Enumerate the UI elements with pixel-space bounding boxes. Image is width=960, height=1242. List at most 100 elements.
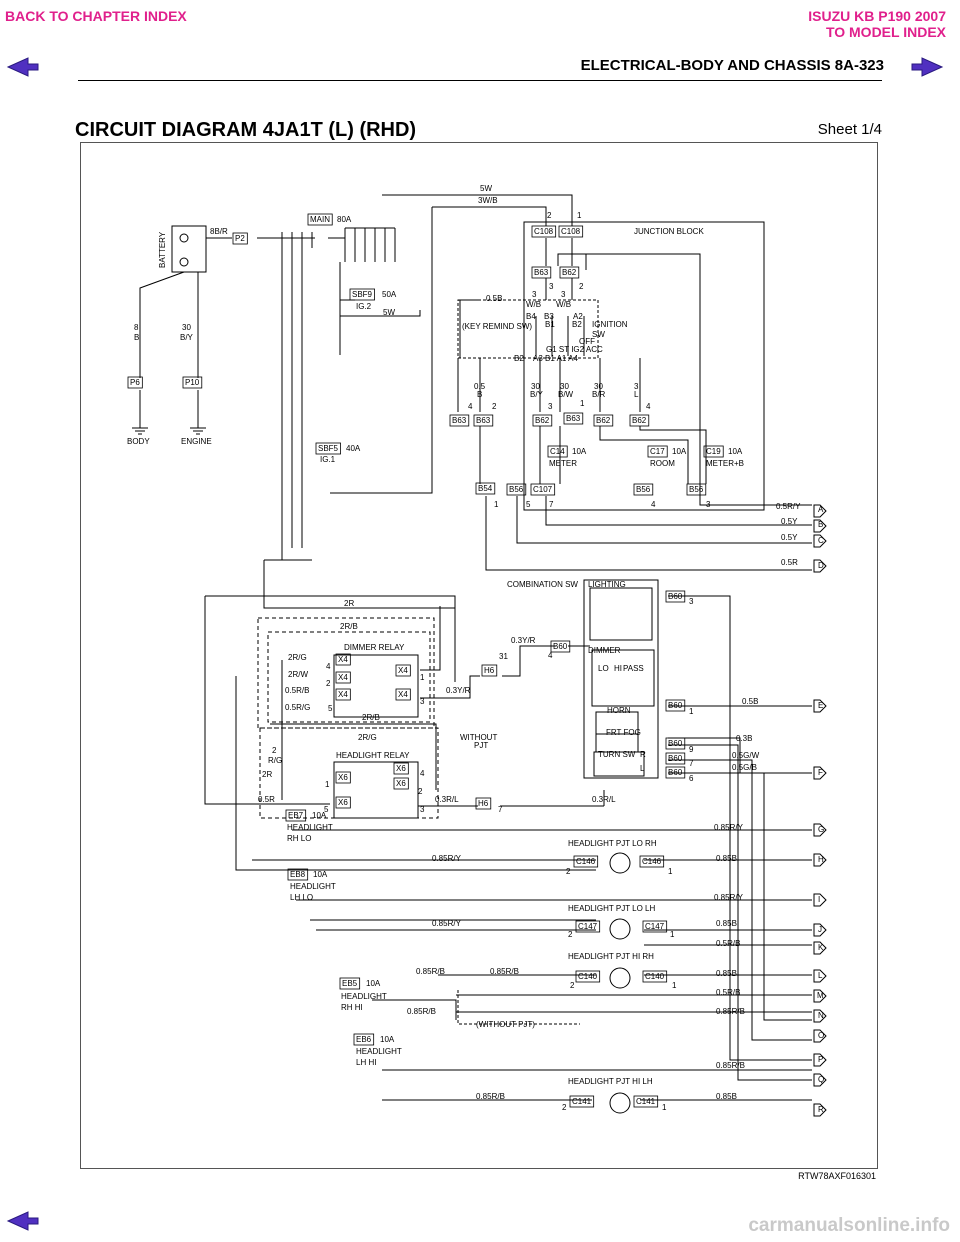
connector-box-x4e xyxy=(395,688,411,701)
battery-symbol xyxy=(171,225,207,273)
label-pin3b: 3 xyxy=(549,282,554,291)
label-p4: 4 xyxy=(651,500,656,509)
label-tc: C xyxy=(818,536,824,545)
label-w3wb_1b: W/B xyxy=(526,300,541,309)
label-w05b3: 0.5B xyxy=(742,697,758,706)
label-battery: BATTERY xyxy=(158,231,167,268)
label-w2r: 2R xyxy=(344,599,354,608)
label-c19: C19 xyxy=(706,447,721,456)
connector-box-c141b xyxy=(633,1095,659,1108)
label-sbf9: SBF9 xyxy=(352,290,373,299)
label-th: H xyxy=(818,855,824,864)
connector-box-b60_4 xyxy=(665,737,686,750)
label-c108a: C108 xyxy=(534,227,554,236)
label-horn: HORN xyxy=(607,706,631,715)
label-main_amp: 80A xyxy=(337,215,352,224)
label-pin_a2: A2 xyxy=(573,312,583,321)
label-w05gb: 0.5G/B xyxy=(732,763,757,772)
connector-box-b60_5 xyxy=(665,752,686,765)
label-tl: L xyxy=(818,971,823,980)
label-body: BODY xyxy=(127,437,150,446)
label-off: OFF xyxy=(579,337,595,346)
connector-box-b56c xyxy=(686,483,707,496)
label-room: ROOM xyxy=(650,459,675,468)
label-w5w_top: 5W xyxy=(480,184,492,193)
label-tb: B xyxy=(818,520,823,529)
label-b56a: B56 xyxy=(509,485,524,494)
connector-box-c108b xyxy=(558,225,584,238)
label-ig1: IG.1 xyxy=(320,455,336,464)
label-eb7_amp: 10A xyxy=(312,811,327,820)
connector-box-b56a xyxy=(506,483,527,496)
connector-box-c107 xyxy=(530,483,556,496)
connector-box-b62a xyxy=(532,414,553,427)
label-eb6: EB6 xyxy=(356,1035,372,1044)
label-eb7_n2: RH LO xyxy=(287,834,311,843)
label-w30br: 30 xyxy=(594,382,603,391)
label-pin1: 1 xyxy=(580,399,585,408)
prev-page-arrow-bottom-icon[interactable] xyxy=(6,1210,40,1232)
label-p3: 3 xyxy=(706,500,711,509)
label-tn: N xyxy=(818,1011,824,1020)
label-h6b: H6 xyxy=(478,799,489,808)
label-sbf9_amp: 50A xyxy=(382,290,397,299)
label-w085ry2: 0.85R/Y xyxy=(432,854,462,863)
label-w03rl: 0.3R/L xyxy=(435,795,459,804)
label-q1c: 1 xyxy=(672,981,677,990)
label-pin_b2: B2 xyxy=(514,354,524,363)
label-eb5_n1: HEADLIGHT xyxy=(341,992,387,1001)
section-title: ELECTRICAL-BODY AND CHASSIS 8A-323 xyxy=(580,57,884,74)
label-x4e: X4 xyxy=(398,690,408,699)
label-tq: Q xyxy=(818,1075,824,1084)
label-pin_b4: B4 xyxy=(526,312,536,321)
label-c141a: C141 xyxy=(572,1097,592,1106)
label-c146b: C146 xyxy=(642,857,662,866)
connector-box-h6b xyxy=(475,797,492,810)
label-w2rb2: 2R/B xyxy=(362,713,380,722)
label-c146a: C146 xyxy=(576,857,596,866)
label-w03yr: 0.3Y/R xyxy=(511,636,536,645)
label-w085rb2: 0.85R/B xyxy=(490,967,519,976)
watermark-link[interactable]: carmanualsonline.info xyxy=(748,1215,950,1236)
label-pin2b: 2 xyxy=(579,282,584,291)
label-hl_hi_rh: HEADLIGHT PJT HI RH xyxy=(568,952,654,961)
label-hp2: 2 xyxy=(418,787,423,796)
label-w8: 8 xyxy=(134,323,139,332)
label-w03rl2: 0.3R/L xyxy=(592,795,616,804)
back-to-chapter-link[interactable]: BACK TO CHAPTER INDEX xyxy=(5,8,187,24)
label-te: E xyxy=(818,701,823,710)
label-pin2a: 2 xyxy=(547,211,552,220)
label-w3wb_1: 3 xyxy=(532,290,537,299)
label-x4c: X4 xyxy=(398,666,408,675)
label-ti: I xyxy=(818,895,820,904)
connector-box-main xyxy=(307,213,333,226)
label-pjt1: PJT xyxy=(474,741,488,750)
label-w05rb: 0.5R/B xyxy=(285,686,309,695)
label-w2rw: 2R/W xyxy=(288,670,308,679)
label-x4d: X4 xyxy=(338,690,348,699)
label-w085b2: 0.85B xyxy=(716,919,737,928)
label-w8br: 8B/R xyxy=(210,227,228,236)
label-pin2: 2 xyxy=(492,402,497,411)
label-x6b: X6 xyxy=(338,773,348,782)
label-w085ry3: 0.85R/Y xyxy=(714,893,744,902)
label-c17: C17 xyxy=(650,447,665,456)
connector-box-p6 xyxy=(127,376,143,389)
label-q2a: 2 xyxy=(566,867,571,876)
label-eb8_n1: HEADLIGHT xyxy=(290,882,336,891)
label-eb7_n1: HEADLIGHT xyxy=(287,823,333,832)
model-index-link[interactable]: ISUZU KB P190 2007 TO MODEL INDEX xyxy=(808,8,946,40)
label-hl_relay: HEADLIGHT RELAY xyxy=(336,751,410,760)
prev-page-arrow-icon[interactable] xyxy=(6,56,40,78)
connector-box-c140b xyxy=(642,970,668,983)
label-rp1: 1 xyxy=(420,673,425,682)
label-c14_amp: 10A xyxy=(572,447,587,456)
terminal-arrows xyxy=(813,504,827,1117)
label-hp1: 1 xyxy=(325,780,330,789)
label-wrg: R/G xyxy=(268,756,282,765)
next-page-arrow-icon[interactable] xyxy=(910,56,944,78)
label-w05b2: 0.5 xyxy=(474,382,486,391)
label-to: O xyxy=(818,1031,824,1040)
connector-box-c146b xyxy=(639,855,665,868)
label-sbf5_amp: 40A xyxy=(346,444,361,453)
